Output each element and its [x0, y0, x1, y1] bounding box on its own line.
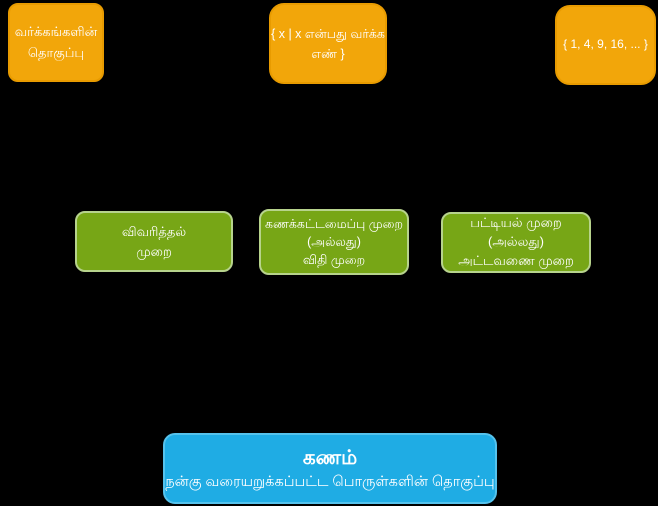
node-text-line: பட்டியல் முறை — [470, 215, 562, 231]
node-text-line: தொகுப்பு — [27, 44, 85, 60]
node-text-line: முறை — [136, 243, 172, 259]
node-text-line: விவரித்தல் — [121, 224, 187, 239]
node-set-builder-method: கணக்கட்டமைப்பு முறை (அல்லது) விதி முறை — [259, 209, 409, 275]
node-text-line: எண் } — [311, 46, 345, 61]
node-text-line: வர்க்கங்களின் — [14, 23, 98, 39]
node-descriptive-method: விவரித்தல் முறை — [75, 211, 233, 272]
node-text-line: அட்டவணை முறை — [458, 252, 574, 268]
set-definition-title: கணம் — [302, 447, 358, 470]
node-text-line: { x | x என்பது வர்க்க — [271, 26, 385, 41]
node-text-line: { 1, 4, 9, 16, ... } — [563, 37, 648, 52]
node-roster-example: { 1, 4, 9, 16, ... } — [555, 5, 656, 85]
node-text-line: (அல்லது) — [488, 234, 544, 250]
node-set-builder-example: { x | x என்பது வர்க்க எண் } — [269, 3, 387, 84]
node-text-line: கணக்கட்டமைப்பு முறை — [265, 216, 403, 231]
node-set-of-squares: வர்க்கங்களின் தொகுப்பு — [8, 3, 104, 82]
set-definition-subtitle: நன்கு வரையறுக்கப்பட்ட பொருள்களின் தொகுப்… — [165, 474, 495, 491]
node-text-line: விதி முறை — [302, 253, 366, 268]
node-set-definition: கணம் நன்கு வரையறுக்கப்பட்ட பொருள்களின் த… — [163, 433, 497, 504]
node-text-line: (அல்லது) — [307, 234, 361, 249]
node-roster-method: பட்டியல் முறை (அல்லது) அட்டவணை முறை — [441, 212, 591, 273]
